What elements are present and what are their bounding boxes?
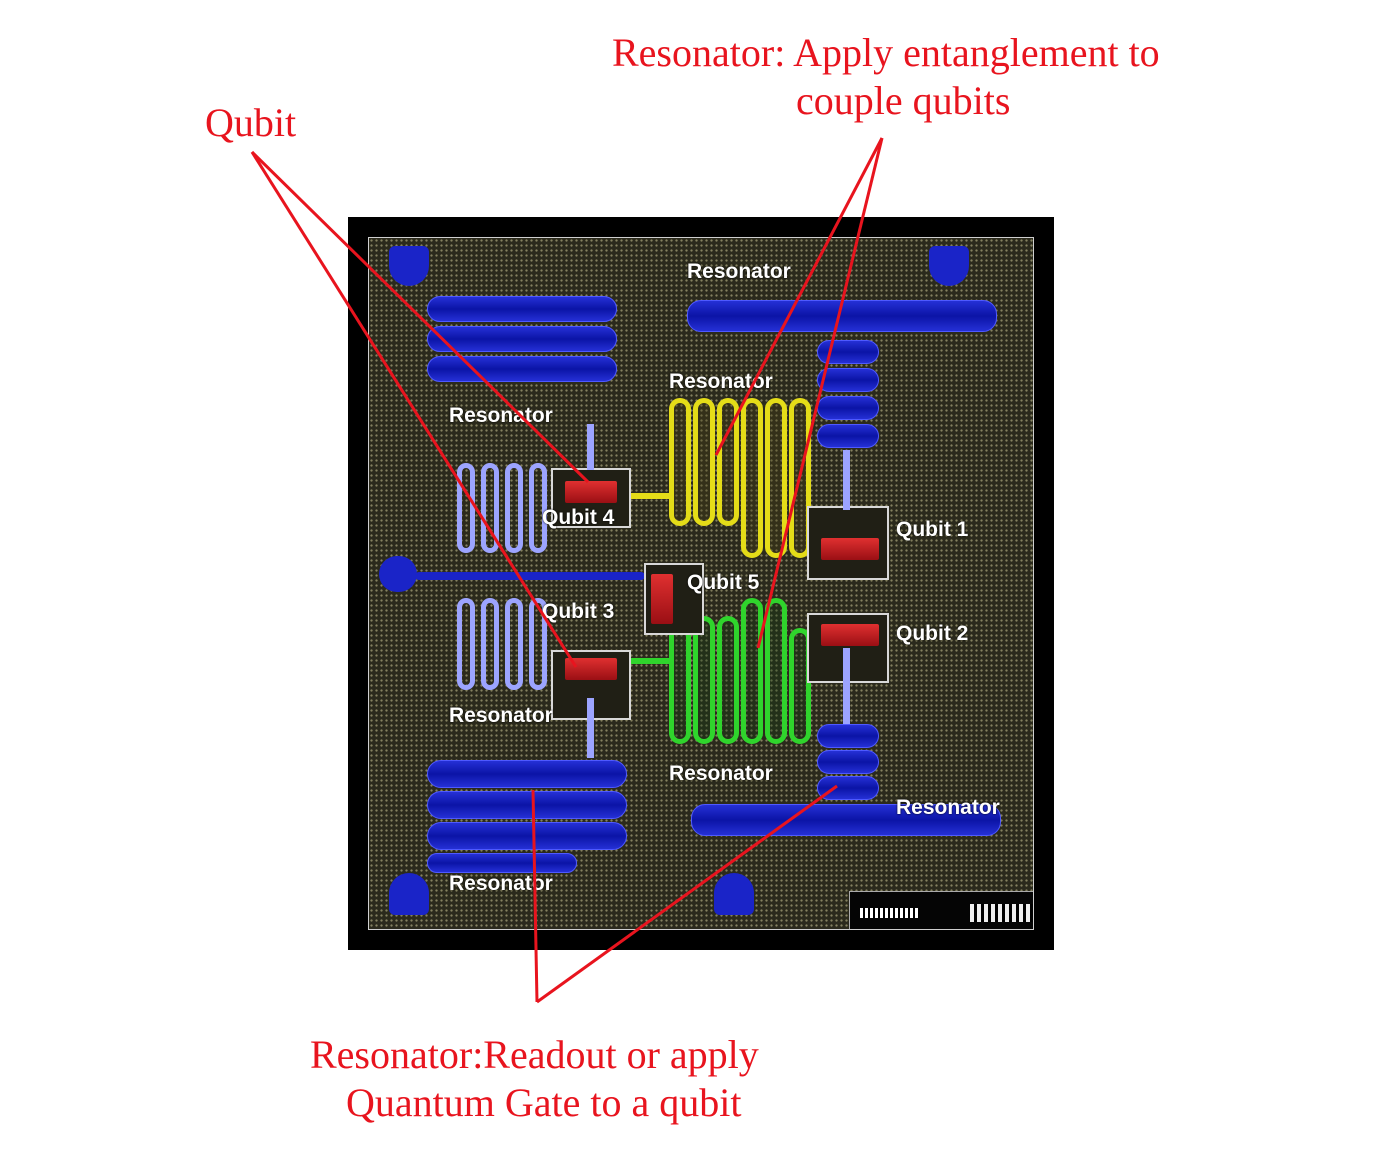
left-coil-5 bbox=[457, 598, 475, 690]
coupler-green-link bbox=[631, 658, 671, 664]
left-coil-3 bbox=[505, 463, 523, 553]
label-qubit1: Qubit 1 bbox=[896, 518, 969, 541]
coupler-annotation-line1: Resonator: Apply entanglement to bbox=[612, 30, 1160, 75]
label-resonator-center-top: Resonator bbox=[669, 370, 773, 393]
feedline-left bbox=[415, 572, 645, 580]
qubit2-junction bbox=[821, 624, 879, 646]
qubit4-junction bbox=[565, 481, 617, 503]
label-resonator-right-bottom: Resonator bbox=[896, 796, 1000, 819]
readout-annotation-line2: Quantum Gate to a qubit bbox=[346, 1080, 742, 1125]
left-coil-1 bbox=[457, 463, 475, 553]
readout-resonator-bottom-left-3 bbox=[427, 822, 627, 850]
left-coil-6 bbox=[481, 598, 499, 690]
readout-resonator-right-upper-4 bbox=[817, 424, 879, 448]
readout-resonator-bottom-left-2 bbox=[427, 791, 627, 819]
coupler-green-5 bbox=[765, 598, 787, 744]
coupler-yellow-2 bbox=[693, 398, 715, 526]
qubit-annotation: Qubit bbox=[205, 100, 297, 145]
left-coil-7 bbox=[505, 598, 523, 690]
readout-resonator-right-upper-1 bbox=[817, 340, 879, 364]
top-left-pad bbox=[389, 246, 429, 286]
qubit5-junction bbox=[651, 574, 673, 624]
qubit1-junction bbox=[821, 538, 879, 560]
readout-resonator-bottom-left-1 bbox=[427, 760, 627, 788]
wire-qubit3-resonator bbox=[587, 698, 594, 758]
readout-resonator-top-right bbox=[687, 300, 997, 332]
coupler-yellow-4 bbox=[741, 398, 763, 558]
readout-resonator-top-left-3 bbox=[427, 356, 617, 382]
left-pad bbox=[379, 556, 417, 592]
label-resonator-left-upper: Resonator bbox=[449, 404, 553, 427]
wire-qubit4-resonator bbox=[587, 424, 594, 470]
label-resonator-top: Resonator bbox=[687, 260, 791, 283]
coupler-annotation-line2: couple qubits bbox=[796, 78, 1011, 123]
wire-qubit1-resonator bbox=[843, 450, 850, 510]
label-resonator-left-lower: Resonator bbox=[449, 704, 553, 727]
quantum-chip: Resonator Resonator Resonator Resonator … bbox=[348, 217, 1054, 950]
label-qubit2: Qubit 2 bbox=[896, 622, 969, 645]
coupler-green-4 bbox=[741, 598, 763, 744]
chip-board: Resonator Resonator Resonator Resonator … bbox=[368, 237, 1034, 930]
bottom-center-pad bbox=[714, 873, 754, 915]
readout-resonator-top-left-2 bbox=[427, 326, 617, 352]
coupler-yellow-link bbox=[631, 493, 671, 499]
coupler-green-1 bbox=[669, 616, 691, 744]
bottom-left-pad bbox=[389, 873, 429, 915]
label-qubit3: Qubit 3 bbox=[542, 600, 615, 623]
readout-resonator-right-upper-3 bbox=[817, 396, 879, 420]
label-resonator-bottom-left: Resonator bbox=[449, 872, 553, 895]
coupler-yellow-1 bbox=[669, 398, 691, 526]
coupler-yellow-3 bbox=[717, 398, 739, 526]
label-qubit4: Qubit 4 bbox=[542, 506, 615, 529]
readout-resonator-top-left-1 bbox=[427, 296, 617, 322]
left-coil-2 bbox=[481, 463, 499, 553]
label-qubit5: Qubit 5 bbox=[687, 571, 760, 594]
coupler-yellow-5 bbox=[765, 398, 787, 558]
scale-bar bbox=[849, 891, 1033, 929]
readout-annotation-line1: Resonator:Readout or apply bbox=[310, 1032, 759, 1077]
readout-resonator-right-lower-1 bbox=[817, 724, 879, 748]
coupler-green-2 bbox=[693, 616, 715, 744]
coupler-green-3 bbox=[717, 616, 739, 744]
readout-resonator-right-upper-2 bbox=[817, 368, 879, 392]
wire-qubit2-resonator bbox=[843, 648, 850, 724]
readout-resonator-right-lower-3 bbox=[817, 776, 879, 800]
readout-resonator-right-lower-2 bbox=[817, 750, 879, 774]
top-right-pad bbox=[929, 246, 969, 286]
qubit3-junction bbox=[565, 658, 617, 680]
readout-resonator-bottom-left-4 bbox=[427, 853, 577, 873]
label-resonator-center-bottom: Resonator bbox=[669, 762, 773, 785]
